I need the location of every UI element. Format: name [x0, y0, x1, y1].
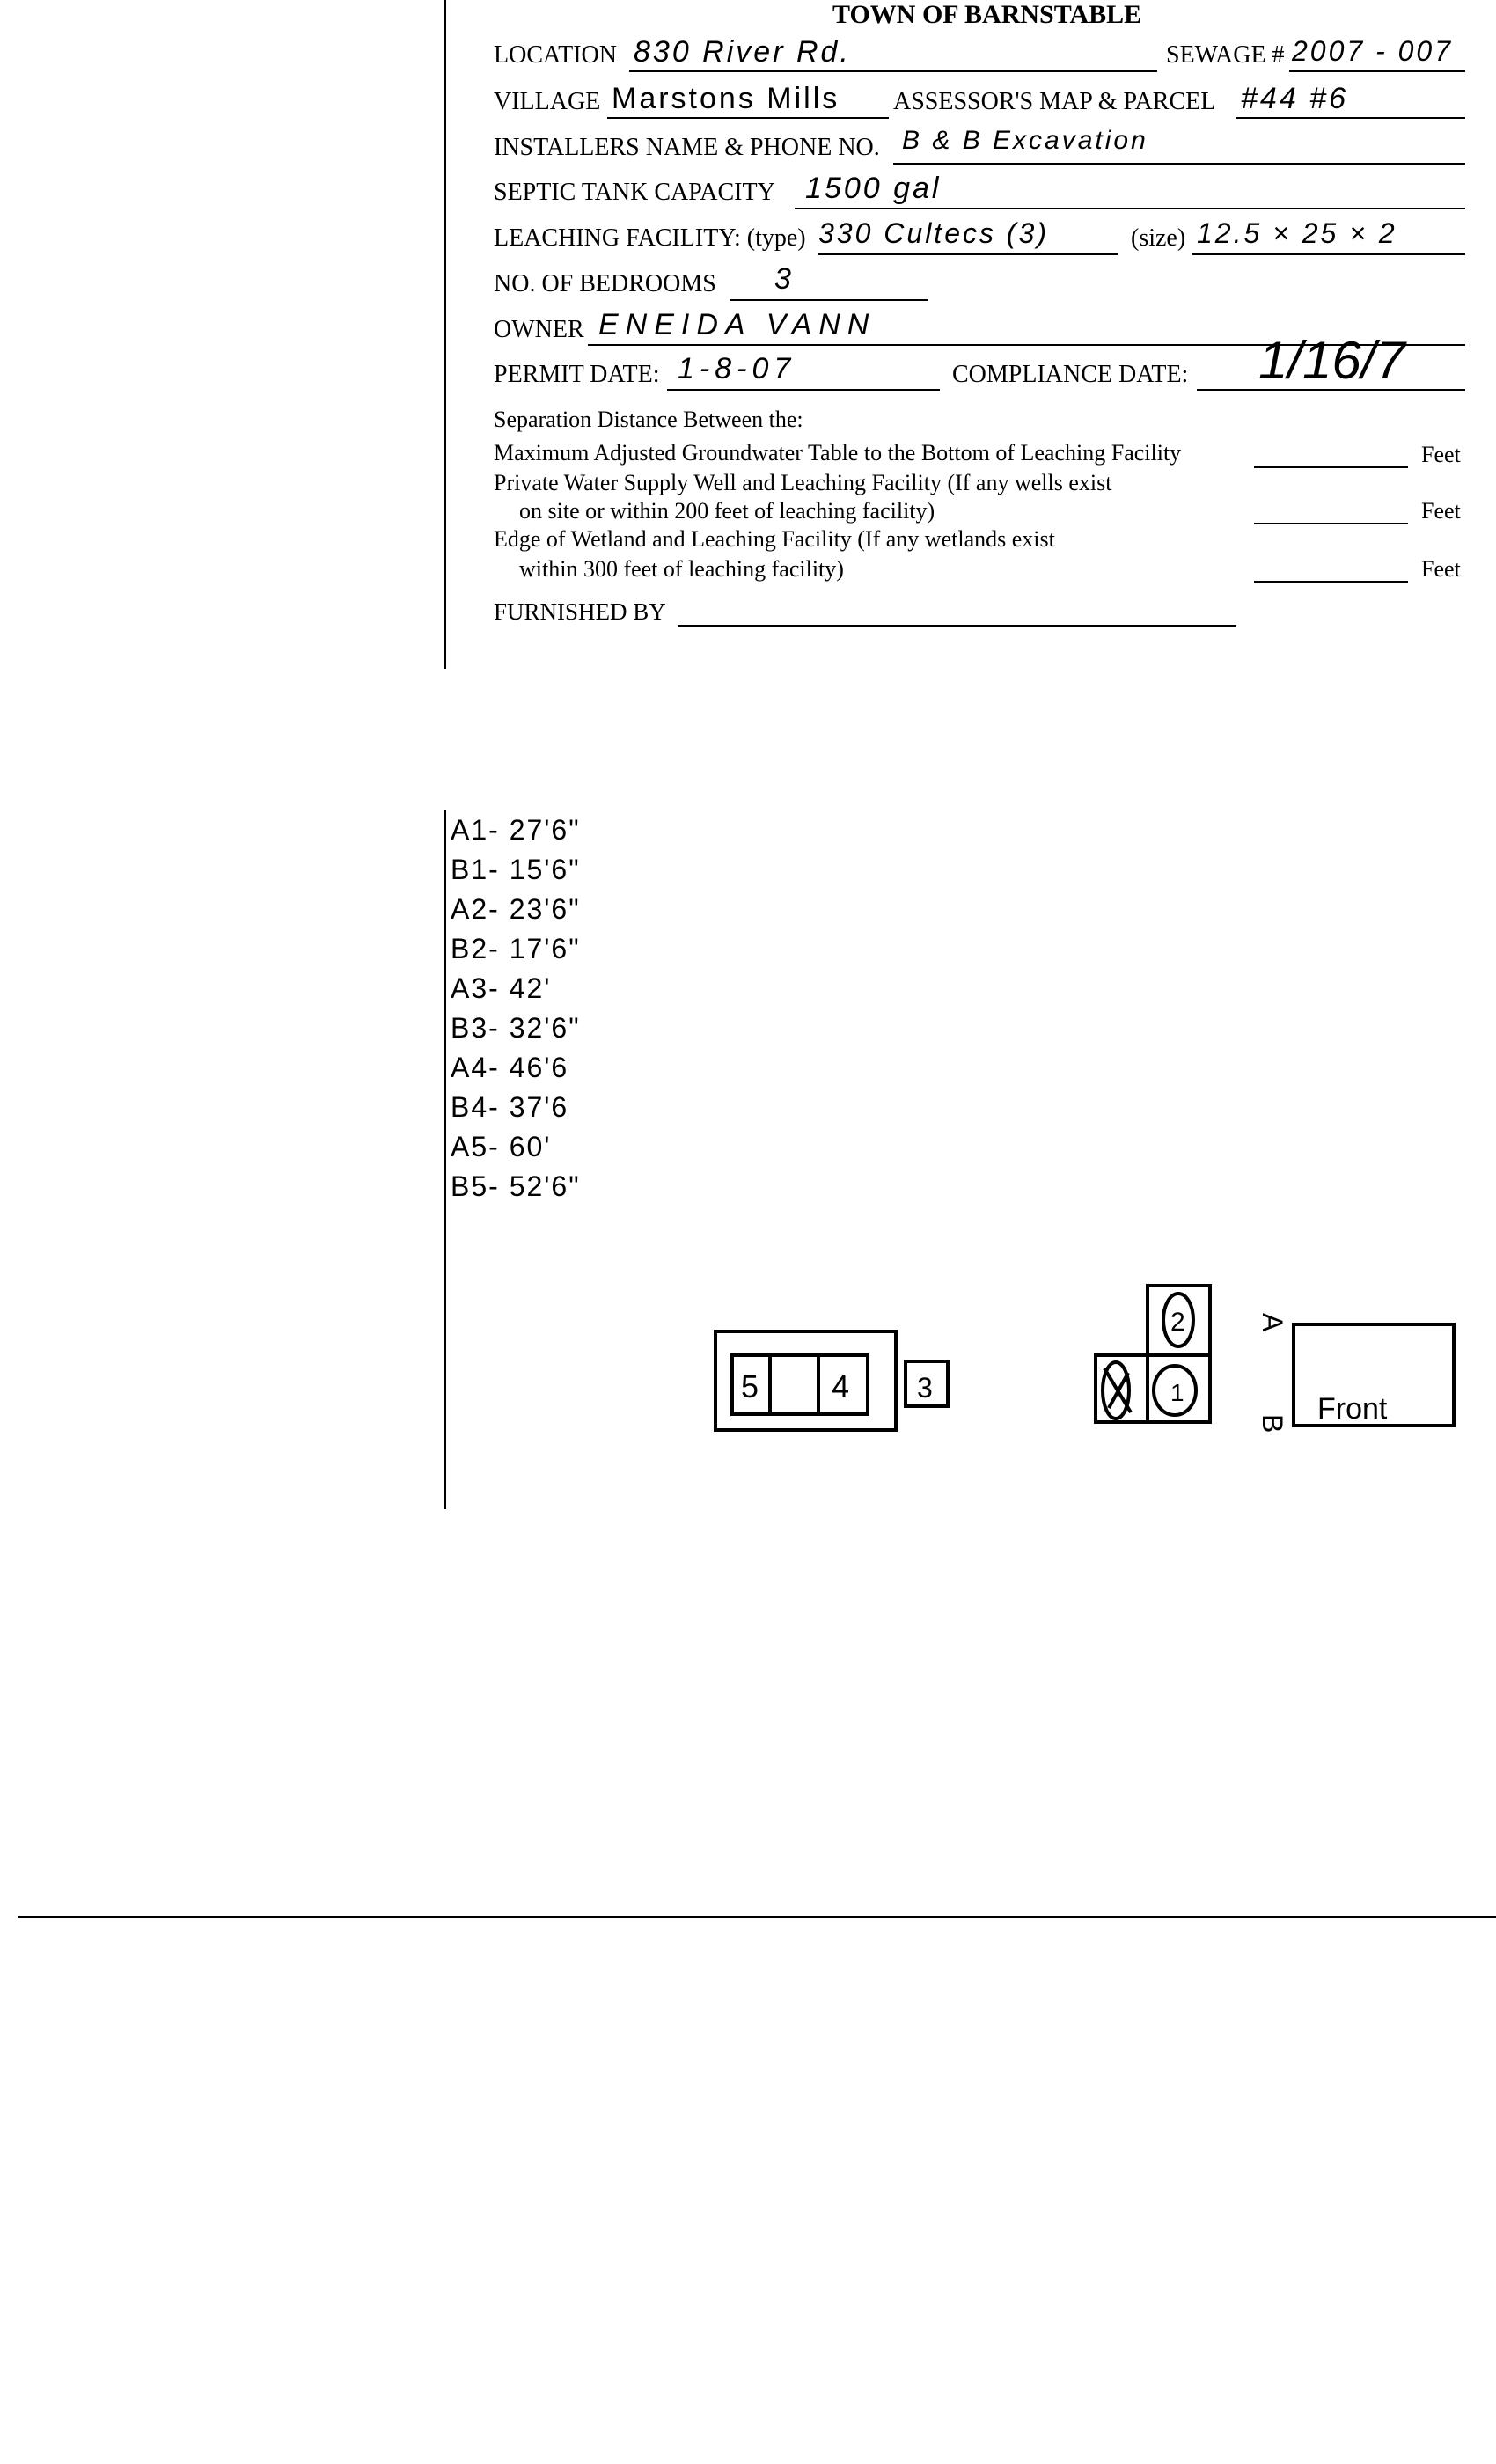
- location-label: LOCATION: [494, 41, 617, 69]
- permit-date-underline: [667, 389, 940, 391]
- margin-line-top: [444, 0, 446, 669]
- measurement-item: B4- 37'6: [451, 1091, 569, 1123]
- installer-label: INSTALLERS NAME & PHONE NO.: [494, 134, 880, 161]
- permit-date-label: PERMIT DATE:: [494, 361, 660, 388]
- measurement-item: B5- 52'6": [451, 1170, 581, 1202]
- assessor-label: ASSESSOR'S MAP & PARCEL: [893, 88, 1216, 115]
- septic-underline: [795, 208, 1465, 209]
- measurement-item: A4- 46'6: [451, 1052, 569, 1083]
- owner-label: OWNER: [494, 316, 584, 343]
- box-3: [904, 1360, 950, 1408]
- separation-row-1: Maximum Adjusted Groundwater Table to th…: [494, 440, 1182, 466]
- label-a: A: [1257, 1313, 1288, 1332]
- leaching-size-label: (size): [1131, 224, 1186, 252]
- bedrooms-underline: [730, 299, 928, 301]
- village-value: Marstons Mills: [612, 82, 840, 115]
- separation-row-2-cont: on site or within 200 feet of leaching f…: [519, 498, 935, 524]
- form-title: TOWN OF BARNSTABLE: [832, 0, 1142, 29]
- bedrooms-value: 3: [774, 262, 794, 296]
- label-5: 5: [741, 1368, 759, 1404]
- box-1-row: [1094, 1353, 1212, 1424]
- owner-underline: [588, 344, 1465, 346]
- furnished-by-blank[interactable]: [678, 625, 1236, 627]
- label-b: B: [1257, 1414, 1288, 1433]
- separation-row-1-unit: Feet: [1421, 442, 1461, 467]
- scribble-icon: [1103, 1367, 1133, 1414]
- assessor-value: #44 #6: [1241, 82, 1348, 115]
- assessor-underline: [1236, 117, 1465, 119]
- measurement-item: A2- 23'6": [451, 893, 581, 925]
- margin-line-bottom: [444, 810, 446, 1509]
- installer-underline: [893, 163, 1465, 165]
- separation-row-3: Edge of Wetland and Leaching Facility (I…: [494, 526, 1055, 552]
- village-underline: [607, 117, 889, 119]
- sewage-underline: [1289, 70, 1465, 72]
- label-4: 4: [832, 1368, 849, 1404]
- separation-row-2-unit: Feet: [1421, 498, 1461, 524]
- leaching-size-value: 12.5 × 25 × 2: [1197, 217, 1397, 249]
- furnished-by-label: FURNISHED BY: [494, 598, 666, 625]
- location-value: 830 River Rd.: [634, 35, 851, 69]
- installer-value: B & B Excavation: [902, 126, 1148, 155]
- label-front: Front: [1317, 1392, 1388, 1426]
- page-divider: [18, 1916, 1496, 1918]
- label-1: 1: [1170, 1379, 1184, 1406]
- house-outline: [1292, 1323, 1456, 1427]
- owner-value: ENEIDA VANN: [598, 308, 876, 341]
- separation-row-3-cont: within 300 feet of leaching facility): [519, 556, 844, 582]
- measurement-item: B1- 15'6": [451, 854, 581, 885]
- septic-value: 1500 gal: [805, 172, 942, 205]
- permit-date-value: 1-8-07: [678, 352, 796, 385]
- sewage-label: SEWAGE #: [1166, 41, 1285, 69]
- measurement-item: A1- 27'6": [451, 814, 581, 846]
- measurement-item: B3- 32'6": [451, 1012, 581, 1044]
- village-label: VILLAGE: [494, 88, 601, 115]
- separation-row-1-blank[interactable]: [1254, 466, 1408, 468]
- leaching-type-underline: [818, 253, 1118, 255]
- separation-row-2: Private Water Supply Well and Leaching F…: [494, 470, 1112, 495]
- separation-row-2-blank[interactable]: [1254, 523, 1408, 524]
- bedrooms-label: NO. OF BEDROOMS: [494, 270, 716, 297]
- septic-label: SEPTIC TANK CAPACITY: [494, 179, 775, 206]
- separation-heading: Separation Distance Between the:: [494, 407, 803, 432]
- measurement-item: B2- 17'6": [451, 933, 581, 964]
- tank-inner-box: [730, 1353, 869, 1416]
- leaching-type-label: LEACHING FACILITY: (type): [494, 224, 806, 252]
- compliance-date-label: COMPLIANCE DATE:: [952, 361, 1189, 388]
- leaching-size-underline: [1192, 253, 1465, 255]
- label-3: 3: [917, 1372, 933, 1404]
- separation-row-3-blank[interactable]: [1254, 581, 1408, 583]
- label-2: 2: [1170, 1308, 1185, 1337]
- tank-outer-box: [714, 1330, 898, 1432]
- measurement-item: A3- 42': [451, 972, 552, 1004]
- location-underline: [629, 70, 1157, 72]
- leaching-type-value: 330 Cultecs (3): [818, 217, 1049, 249]
- compliance-date-value: 1/16/7: [1258, 331, 1405, 390]
- compliance-date-underline: [1197, 389, 1465, 391]
- measurement-item: A5- 60': [451, 1131, 552, 1162]
- sewage-value: 2007 - 007: [1292, 35, 1454, 67]
- crossed-out-mark: [1101, 1360, 1131, 1420]
- separation-row-3-unit: Feet: [1421, 556, 1461, 582]
